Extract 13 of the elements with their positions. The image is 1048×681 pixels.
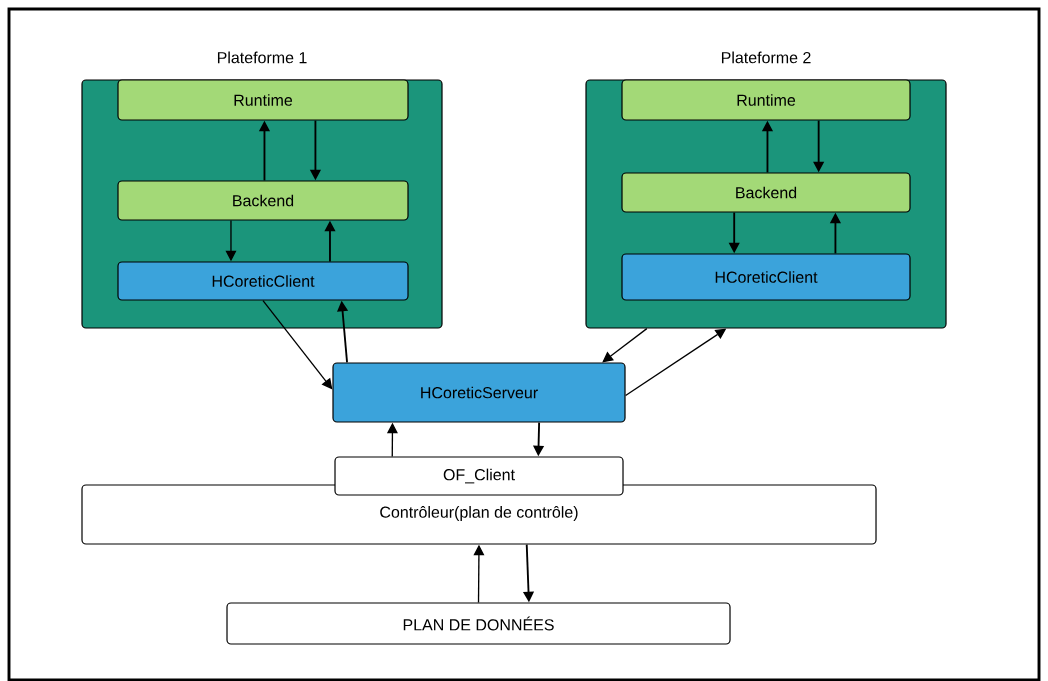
component-box: HCoreticClient (117, 261, 409, 301)
layer-box: Runtime (621, 79, 911, 121)
component-box: HCoreticServeur (332, 362, 626, 423)
layer-box: Backend (117, 180, 409, 221)
process-box: PLAN DE DONNÉES (226, 602, 731, 645)
component-box: HCoreticClient (621, 253, 911, 301)
node-label: Plateforme 1 (217, 51, 307, 64)
node-label: Plateforme 2 (721, 51, 811, 64)
arrow (602, 327, 648, 363)
layer-box: Backend (621, 172, 911, 213)
layer-box: Runtime (117, 79, 409, 121)
process-box: OF_Client (334, 456, 624, 496)
process-box: Contrôleur(plan de contrôle) (81, 484, 877, 545)
